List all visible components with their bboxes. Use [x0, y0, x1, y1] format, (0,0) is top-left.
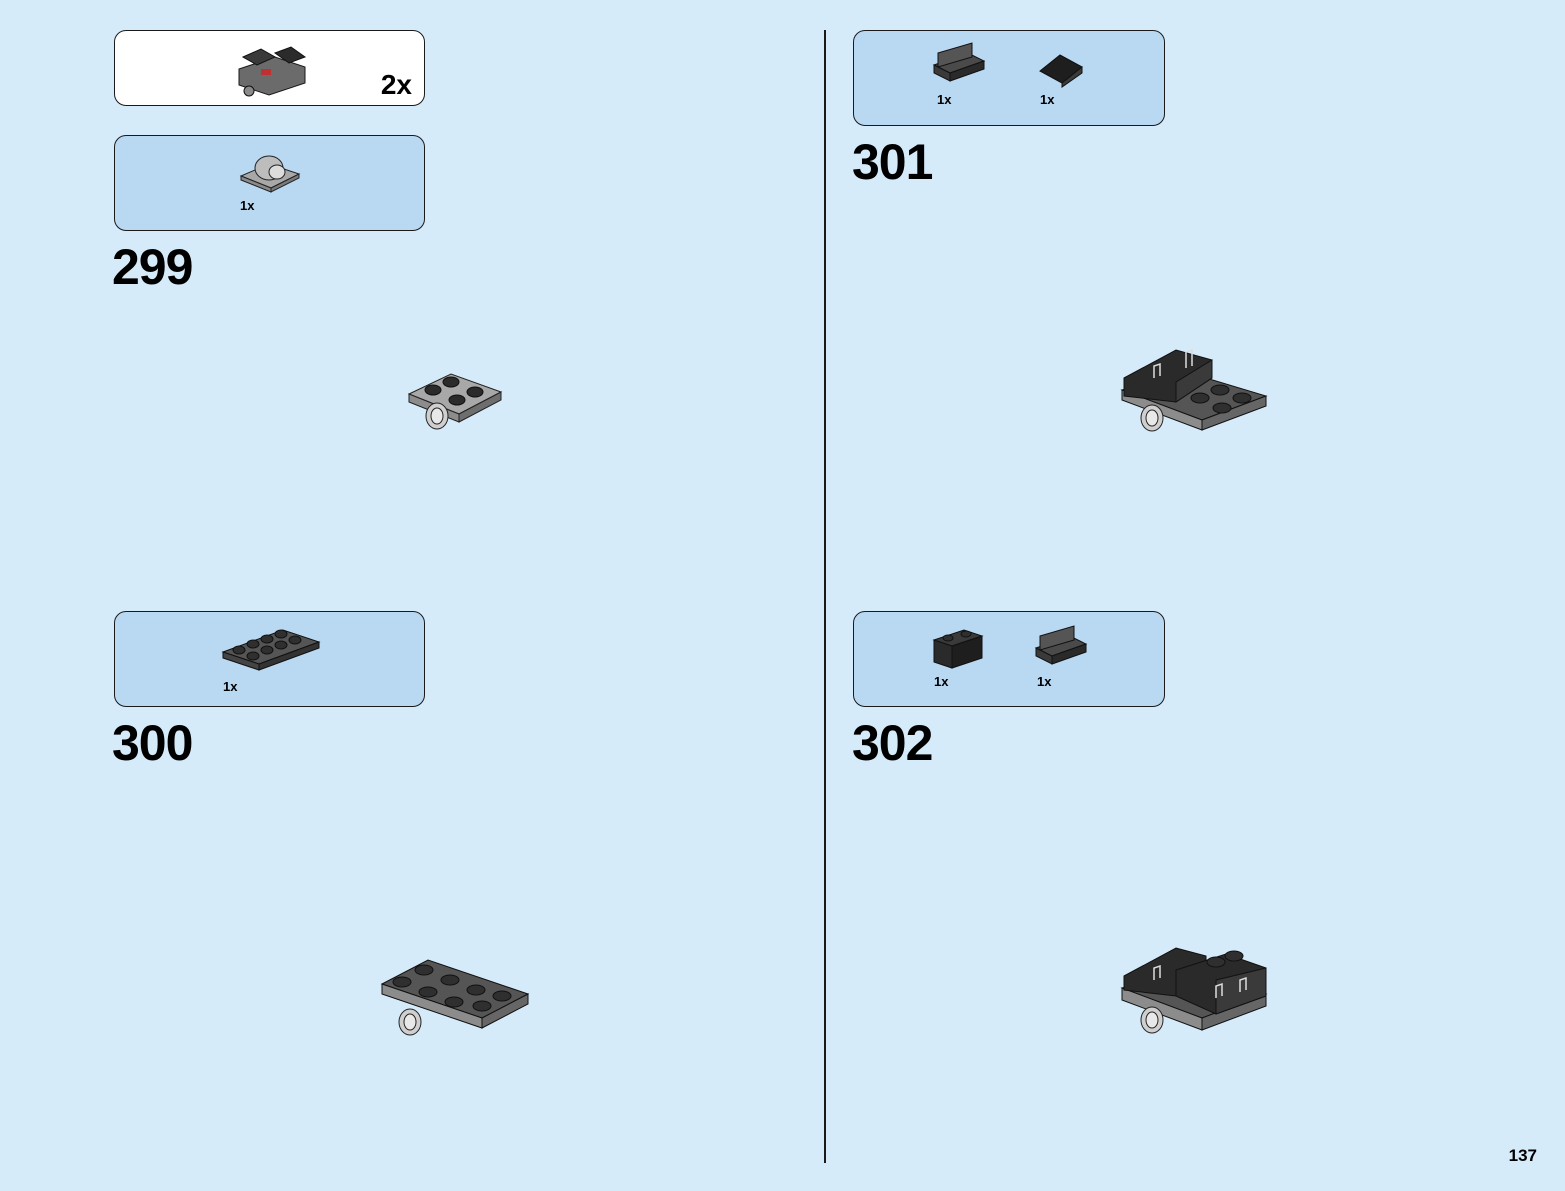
step-number-302: 302 — [852, 715, 933, 771]
plate-2x4-icon — [221, 629, 321, 671]
part-quantity: 1x — [223, 679, 238, 694]
step-number-299: 299 — [112, 239, 193, 295]
parts-list-step-302: 1x 1x — [853, 611, 1165, 707]
step-299-assembly-image — [407, 373, 503, 430]
parts-list-step-299: 1x — [114, 135, 425, 231]
bracket-plate-icon — [932, 42, 986, 82]
part-quantity: 1x — [1037, 674, 1052, 689]
page-number: 137 — [1508, 1146, 1537, 1165]
part-quantity: 1x — [1040, 92, 1055, 107]
parts-list-step-300: 1x — [114, 611, 425, 707]
bracket-plate-icon — [1034, 625, 1088, 665]
slope-tile-icon — [1039, 54, 1083, 88]
wheel-holder-plate-icon — [239, 155, 301, 193]
page-divider — [824, 30, 826, 1163]
part-quantity: 1x — [240, 198, 255, 213]
step-301-assembly-image — [1120, 348, 1268, 432]
step-302-assembly-image — [1120, 947, 1268, 1034]
step-number-301: 301 — [852, 134, 933, 190]
part-quantity: 1x — [934, 674, 949, 689]
step-number-300: 300 — [112, 715, 193, 771]
submodel-assembly-icon — [238, 46, 307, 97]
submodel-callout: 2x — [114, 30, 425, 106]
part-quantity: 1x — [937, 92, 952, 107]
submodel-quantity: 2x — [380, 69, 412, 100]
step-300-assembly-image — [380, 959, 530, 1036]
parts-list-step-301: 1x 1x — [853, 30, 1165, 126]
brick-1x2-icon — [932, 629, 984, 669]
